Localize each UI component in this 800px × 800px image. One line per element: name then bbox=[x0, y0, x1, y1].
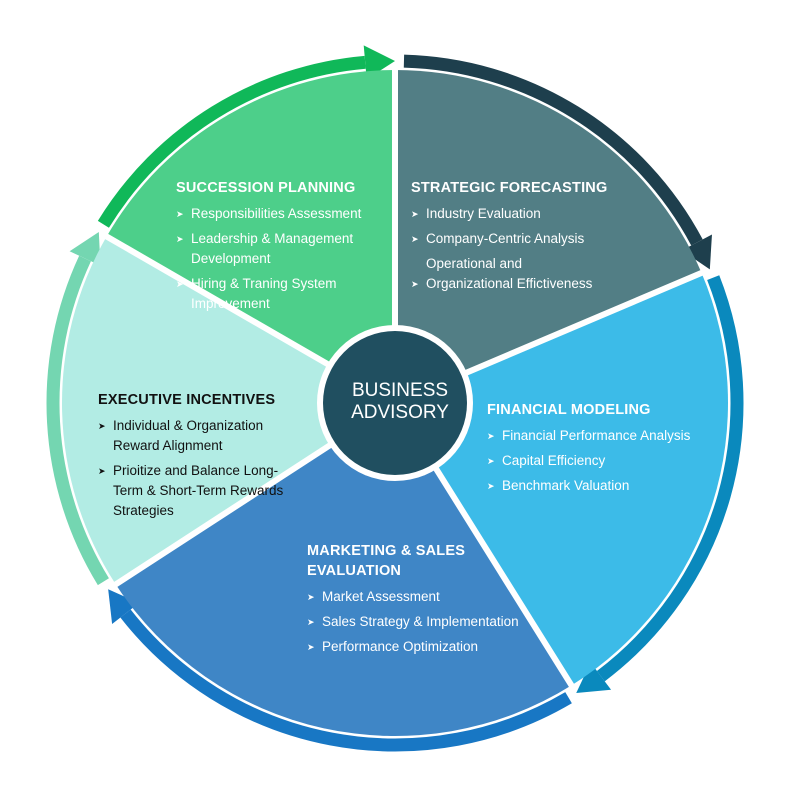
segment-title: EXECUTIVE INCENTIVES bbox=[98, 392, 276, 408]
arrow-bullet-icon: ➤ bbox=[98, 421, 106, 431]
arrow-bullet-icon: ➤ bbox=[98, 466, 106, 476]
center-label-line1: BUSINESS bbox=[351, 380, 449, 401]
segment-item-list: ➤Individual & Organization Reward Alignm… bbox=[98, 416, 288, 521]
wedge-financial bbox=[395, 272, 729, 686]
list-item: ➤Sales Strategy & Implementation bbox=[307, 612, 537, 632]
arrow-bullet-icon: ➤ bbox=[411, 279, 419, 289]
arrow-bullet-icon: ➤ bbox=[411, 209, 419, 219]
arc-arrow-executive bbox=[46, 255, 109, 586]
arrow-bullet-icon: ➤ bbox=[307, 642, 315, 652]
list-item: ➤Capital Efficiency bbox=[487, 451, 707, 471]
segment-marketing-sales-evaluation: MARKETING & SALES EVALUATION ➤Market Ass… bbox=[307, 541, 537, 662]
list-item: ➤Benchmark Valuation bbox=[487, 476, 707, 496]
segment-financial-modeling: FINANCIAL MODELING ➤Financial Performanc… bbox=[487, 400, 707, 501]
arrow-bullet-icon: ➤ bbox=[307, 592, 315, 602]
arrow-bullet-icon: ➤ bbox=[176, 234, 184, 244]
arc-arrow-strategic bbox=[403, 54, 703, 246]
arrow-bullet-icon: ➤ bbox=[487, 431, 495, 441]
segment-executive-incentives: EXECUTIVE INCENTIVES ➤Individual & Organ… bbox=[98, 390, 288, 526]
wedge-executive bbox=[62, 236, 396, 585]
arrow-bullet-icon: ➤ bbox=[487, 456, 495, 466]
list-item: ➤Prioitize and Balance Long-Term & Short… bbox=[98, 463, 284, 518]
segment-item-list: ➤Market Assessment ➤Sales Strategy & Imp… bbox=[307, 587, 537, 657]
center-label-line2: ADVISORY bbox=[351, 402, 449, 423]
segment-title: STRATEGIC FORECASTING bbox=[411, 180, 608, 196]
arrow-bullet-icon: ➤ bbox=[487, 481, 495, 491]
list-item: ➤Financial Performance Analysis bbox=[487, 426, 707, 446]
list-item: ➤Performance Optimization bbox=[307, 637, 537, 657]
list-item: ➤Hiring & Traning System Improvement bbox=[176, 276, 337, 311]
arc-arrow-succession bbox=[97, 55, 366, 228]
segment-title: SUCCESSION PLANNING bbox=[176, 180, 356, 196]
arrow-bullet-icon: ➤ bbox=[411, 234, 419, 244]
list-item: ➤Industry Evaluation bbox=[411, 204, 626, 224]
segment-strategic-forecasting: STRATEGIC FORECASTING ➤Industry Evaluati… bbox=[411, 178, 626, 299]
list-item: ➤Company-Centric Analysis bbox=[411, 229, 626, 249]
wedge-strategic bbox=[395, 70, 702, 403]
list-item: Operational and bbox=[426, 256, 523, 271]
segment-item-list: ➤Industry Evaluation ➤Company-Centric An… bbox=[411, 204, 626, 294]
arrowhead-financial bbox=[576, 662, 612, 694]
list-item: ➤Leadership & Management Development bbox=[176, 231, 354, 266]
arrowhead-succession bbox=[363, 45, 395, 80]
arrowhead-executive bbox=[69, 232, 101, 266]
segment-title: FINANCIAL MODELING bbox=[487, 402, 651, 418]
arc-arrow-marketing bbox=[120, 609, 572, 752]
list-item: ➤Organizational Effictiveness bbox=[411, 274, 626, 294]
arc-arrow-financial bbox=[596, 275, 744, 682]
arrowhead-marketing bbox=[108, 589, 139, 625]
wedge-marketing bbox=[115, 403, 572, 736]
list-item: ➤Responsibilities Assessment bbox=[176, 204, 376, 224]
segment-succession-planning: SUCCESSION PLANNING ➤Responsibilities As… bbox=[176, 178, 376, 319]
segment-item-list: ➤Financial Performance Analysis ➤Capital… bbox=[487, 426, 707, 496]
segment-item-list: ➤Responsibilities Assessment ➤Leadership… bbox=[176, 204, 376, 314]
arrow-bullet-icon: ➤ bbox=[176, 279, 184, 289]
list-item: ➤Individual & Organization Reward Alignm… bbox=[98, 418, 264, 453]
list-item: ➤Market Assessment bbox=[307, 587, 537, 607]
center-label: BUSINESS ADVISORY bbox=[328, 340, 472, 464]
arrow-bullet-icon: ➤ bbox=[307, 617, 315, 627]
arrowhead-strategic bbox=[681, 234, 712, 270]
arrow-bullet-icon: ➤ bbox=[176, 209, 184, 219]
wedge-succession bbox=[106, 70, 396, 403]
hub-circle bbox=[323, 331, 467, 475]
segment-title: MARKETING & SALES EVALUATION bbox=[307, 543, 466, 579]
